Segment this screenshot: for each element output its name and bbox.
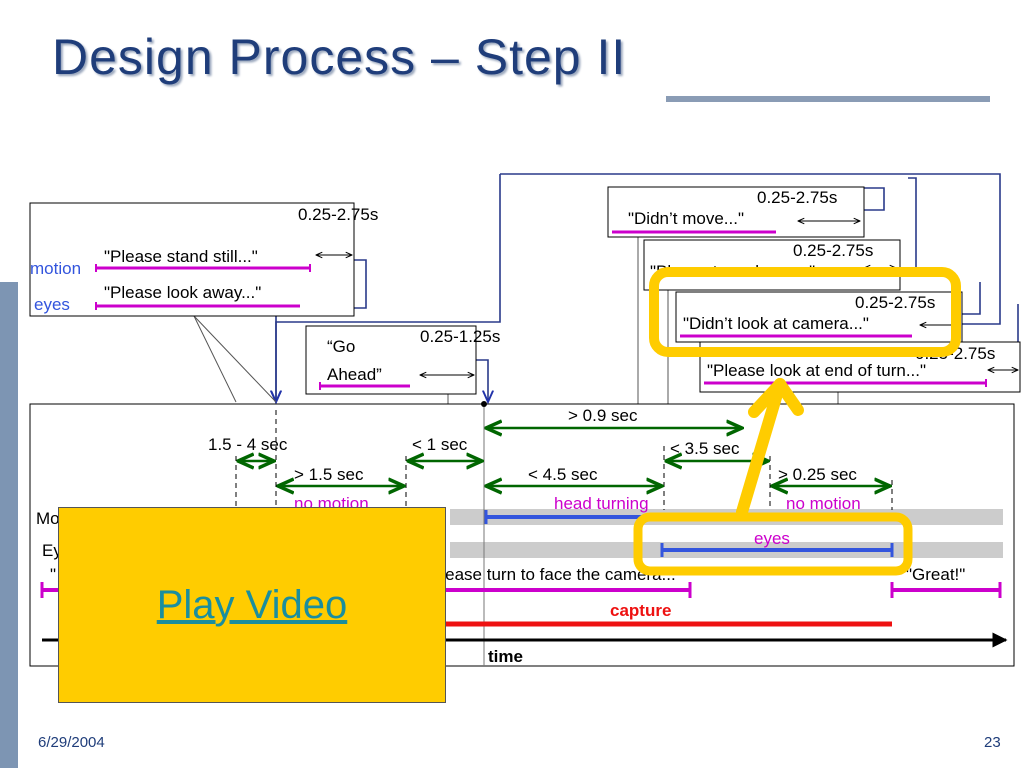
footer-date: 6/29/2004 xyxy=(38,734,105,751)
slide-title: Design Process – Step II xyxy=(52,29,627,85)
timing-lt-3-5: < 3.5 sec xyxy=(670,439,740,458)
dashed-guides xyxy=(235,410,893,510)
left-accent-bar xyxy=(0,282,18,768)
page-number: 23 xyxy=(984,734,1001,751)
eyes-state-label: eyes xyxy=(754,529,790,548)
go-ahead-text: “Go xyxy=(327,337,355,356)
timing-lt-4-5: < 4.5 sec xyxy=(528,465,598,484)
prompt-look-end: "Please look at end of turn..." xyxy=(707,361,926,380)
prompt-didnt-look: "Didn’t look at camera..." xyxy=(683,314,869,333)
dialog-box-didnt-move: 0.25-2.75s "Didn’t move..." xyxy=(607,186,865,238)
go-ahead-text-2: Ahead” xyxy=(327,365,382,384)
prompt-face-camera-open: " xyxy=(50,565,56,584)
play-video-link[interactable]: Play Video xyxy=(156,582,348,627)
prompt-stand-still: "Please stand still..." xyxy=(104,247,258,266)
state-bars xyxy=(484,510,894,557)
timing-gt-0-25: > 0.25 sec xyxy=(778,465,857,484)
video-placeholder[interactable]: Play Video xyxy=(58,507,446,703)
prompt-look-away: "Please look away..." xyxy=(104,283,261,302)
didnt-move-duration: 0.25-2.75s xyxy=(757,188,837,207)
eyes-label: eyes xyxy=(34,295,70,314)
timing-1-5-4: 1.5 - 4 sec xyxy=(208,435,288,454)
title-underline xyxy=(666,96,990,102)
dialog-box-stand-still: 0.25-2.75s motion eyes "Please stand sti… xyxy=(29,202,378,317)
dialog-box-didnt-look: 0.25-2.75s "Didn’t look at camera..." xyxy=(675,291,963,343)
go-ahead-duration: 0.25-1.25s xyxy=(420,327,500,346)
highlight-box xyxy=(649,267,961,357)
motion-label: motion xyxy=(30,259,81,278)
eyes-highlight xyxy=(633,512,913,576)
turn-slower-duration: 0.25-2.75s xyxy=(793,241,873,260)
no-motion-label-2: no motion xyxy=(786,494,861,513)
didnt-look-duration: 0.25-2.75s xyxy=(855,293,935,312)
head-turning-label: head turning xyxy=(554,494,649,513)
time-label: time xyxy=(488,647,523,666)
timing-gt-1-5: > 1.5 sec xyxy=(294,465,364,484)
prompt-face-camera: "Please turn to face the camera..." xyxy=(424,565,682,584)
prompt-didnt-move: "Didn’t move..." xyxy=(628,209,744,228)
prompt-great: "Great!" xyxy=(906,565,965,584)
pointer-arrow xyxy=(736,378,804,518)
timing-lt-1: < 1 sec xyxy=(412,435,468,454)
dialog-box-go-ahead: “Go Ahead” 0.25-1.25s xyxy=(305,325,500,395)
timing-gt-0-9: > 0.9 sec xyxy=(568,406,638,425)
stand-still-duration: 0.25-2.75s xyxy=(298,205,378,224)
capture-label: capture xyxy=(610,601,671,620)
dialog-box-turn-slower: 0.25-2.75s "Please turn slower..." xyxy=(643,239,901,291)
